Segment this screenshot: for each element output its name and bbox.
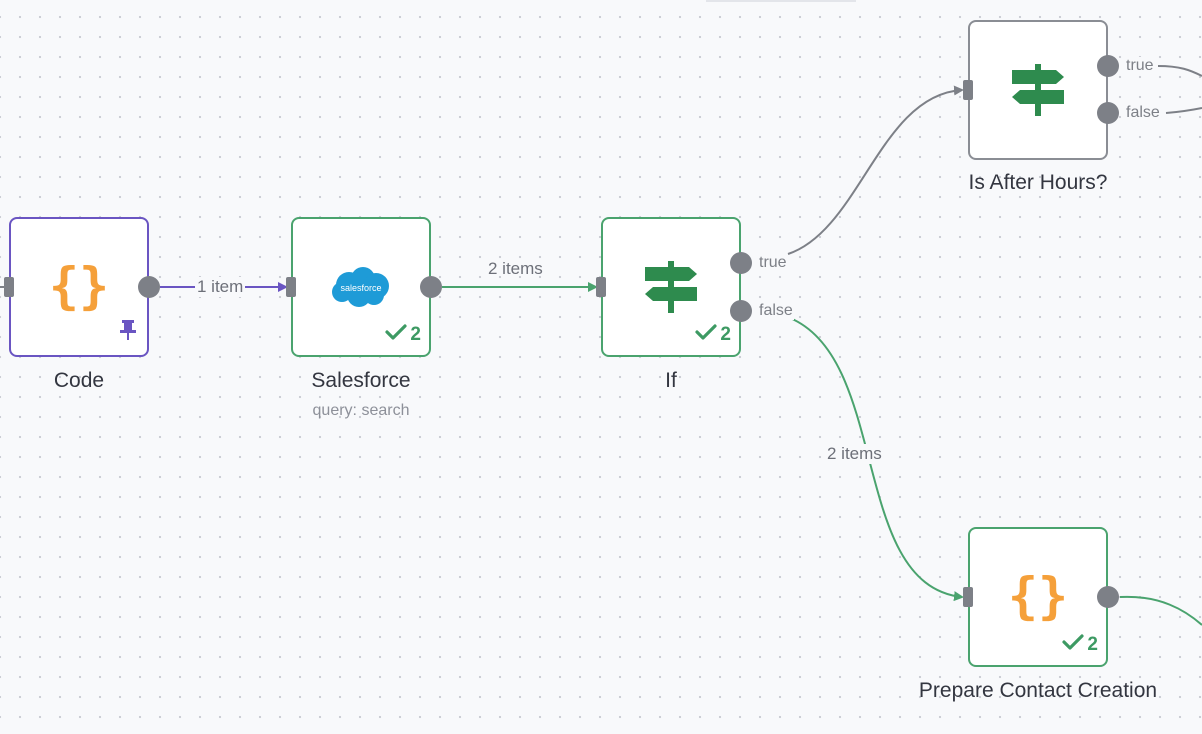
prepare-success-badge: 2 bbox=[1062, 633, 1098, 657]
after-hours-false-output-handle[interactable] bbox=[1097, 102, 1119, 124]
code-braces-icon: {} bbox=[11, 219, 147, 355]
prepare-contact-node[interactable]: {} 2 bbox=[968, 527, 1108, 667]
edge-prepare-out[interactable] bbox=[1119, 595, 1202, 626]
after-hours-true-label: true bbox=[1125, 57, 1155, 75]
if-false-output-handle[interactable] bbox=[730, 300, 752, 322]
if-false-label: false bbox=[758, 302, 794, 320]
salesforce-node-title: Salesforce bbox=[311, 369, 411, 392]
if-node[interactable]: 2 bbox=[601, 217, 741, 357]
salesforce-cloud-icon: salesforce bbox=[293, 219, 429, 355]
checkmark-icon bbox=[1062, 633, 1085, 657]
svg-text:{}: {} bbox=[1008, 567, 1068, 625]
salesforce-success-badge: 2 bbox=[385, 323, 421, 347]
svg-text:{}: {} bbox=[49, 257, 109, 315]
edge-label-salesforce-if: 2 items bbox=[488, 259, 543, 278]
signpost-icon bbox=[970, 22, 1106, 158]
edge-label-if-false-prepare: 2 items bbox=[825, 444, 884, 464]
signpost-icon bbox=[603, 219, 739, 355]
if-success-badge: 2 bbox=[695, 323, 731, 347]
after-hours-true-output-handle[interactable] bbox=[1097, 55, 1119, 77]
salesforce-item-count: 2 bbox=[410, 324, 421, 345]
code-node[interactable]: {} bbox=[9, 217, 149, 357]
if-input-handle[interactable] bbox=[596, 277, 606, 297]
if-true-output-handle[interactable] bbox=[730, 252, 752, 274]
salesforce-node[interactable]: salesforce 2 bbox=[291, 217, 431, 357]
if-node-title: If bbox=[665, 369, 677, 392]
checkmark-icon bbox=[695, 323, 718, 347]
edge-label-code-salesforce: 1 item bbox=[195, 277, 246, 297]
after-hours-input-handle[interactable] bbox=[963, 80, 973, 100]
edge-if-true-to-after-hours[interactable] bbox=[787, 85, 964, 255]
after-hours-false-label: false bbox=[1125, 104, 1161, 122]
salesforce-input-handle[interactable] bbox=[286, 277, 296, 297]
edge-if-false-to-prepare[interactable] bbox=[789, 317, 964, 602]
edge-after-hours-true-out[interactable] bbox=[1157, 65, 1202, 77]
checkmark-icon bbox=[385, 323, 408, 347]
prepare-item-count: 2 bbox=[1087, 634, 1098, 655]
after-hours-node-title: Is After Hours? bbox=[968, 171, 1108, 194]
code-input-handle[interactable] bbox=[4, 277, 14, 297]
code-output-handle[interactable] bbox=[138, 276, 160, 298]
if-item-count: 2 bbox=[720, 324, 731, 345]
prepare-output-handle[interactable] bbox=[1097, 586, 1119, 608]
prepare-node-title: Prepare Contact Creation bbox=[918, 679, 1158, 702]
salesforce-output-handle[interactable] bbox=[420, 276, 442, 298]
code-node-title: Code bbox=[53, 369, 105, 392]
after-hours-node[interactable] bbox=[968, 20, 1108, 160]
canvas-top-divider bbox=[706, 0, 856, 2]
if-true-label: true bbox=[758, 254, 788, 272]
svg-text:salesforce: salesforce bbox=[340, 283, 381, 293]
pin-icon bbox=[118, 319, 138, 346]
salesforce-node-subtitle: query: search bbox=[312, 402, 410, 419]
edge-after-hours-false-out[interactable] bbox=[1165, 107, 1202, 114]
prepare-input-handle[interactable] bbox=[963, 587, 973, 607]
code-braces-icon: {} bbox=[970, 529, 1106, 665]
